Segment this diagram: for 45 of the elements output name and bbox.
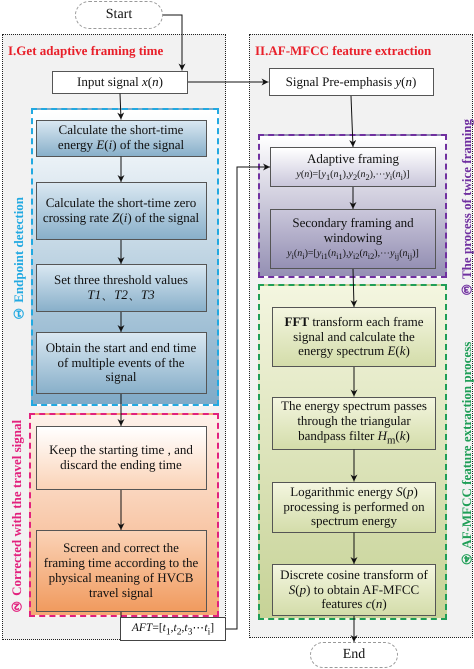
arrow [349,96,356,148]
box-heading: Adaptive framing [306,152,400,167]
arrow [118,240,124,264]
arrow [350,616,358,642]
process-box: Calculate the short-time energy E(i) of the signal [36,120,206,156]
group-heading: ③ The process of twice framing [459,118,474,298]
process-box: Logarithmic energy S(p) processing is performed on spectrum energy [272,482,436,532]
arrow [350,532,358,564]
arrow [118,490,124,530]
process-box: The energy spectrum passes through the triangular bandpass filter H$_{m}$(k) [272,396,436,450]
panel-box [2,34,226,640]
process-box [270,147,436,187]
arrow [162,14,186,71]
panel-title: II.AF-MFCC feature extraction [255,43,432,59]
arrow [118,394,124,426]
process-box: Input signal x(n) [52,70,188,94]
panel-title: I.Get adaptive framing time [8,43,164,59]
process-box: Set three threshold values T1、T2、T3 [36,264,206,312]
group-heading: ② Corrected with the travel signal [9,420,25,614]
arrow [117,93,124,120]
process-box: Screen and correct the framing time according to the physical meaning of HVCB travel signal [36,530,206,612]
box-heading: Secondary framing and windowing [291,216,415,246]
arrow [188,78,269,86]
terminal-shape: Start [75,1,163,29]
formula: y$_{i}$(n$_{i}$)=[y$_{i1}$(n$_{i1}$),y$_{i2}$(n$_{i2}$),⋯y$_{ij}$(n$_{ij}$)] [287,248,419,262]
arrow [350,186,356,210]
group-heading: ④ AF-MFCC feature extraction process [459,342,474,566]
process-box: Signal Pre-emphasis y(n) [268,68,434,96]
arrow [350,449,358,482]
formula: y(n)=[y$_{1}$(n$_{1}$),y$_{2}$(n$_{2}$),⋯y$_{i}$(n$_{i}$)] [296,168,410,182]
process-box: Calculate the short-time zero crossing rate Z(i) of the signal [36,182,206,240]
arrow [350,366,358,397]
process-box [270,209,436,269]
terminal-shape: End [310,642,398,668]
arrow [118,156,124,182]
process-box: Keep the starting time , and discard the ending time [36,426,206,490]
process-box: Obtain the start and end time of multiple events of the signal [36,332,206,394]
arrow [118,312,124,332]
process-box: Discrete cosine transform of S(p) to obtain AF-MFCC features c(n) [272,564,436,616]
process-box: FFT transform each frame signal and calculate the energy spectrum E(k) [272,307,436,367]
panel-box [249,34,473,638]
arrow [226,164,270,630]
arrow [350,268,358,308]
formula-box: AFT=[t$_{1}$,t$_{2}$,t$_{3}$⋯t$_{i}$] [120,617,226,641]
group-heading: ① Endpoint detection [11,196,27,322]
